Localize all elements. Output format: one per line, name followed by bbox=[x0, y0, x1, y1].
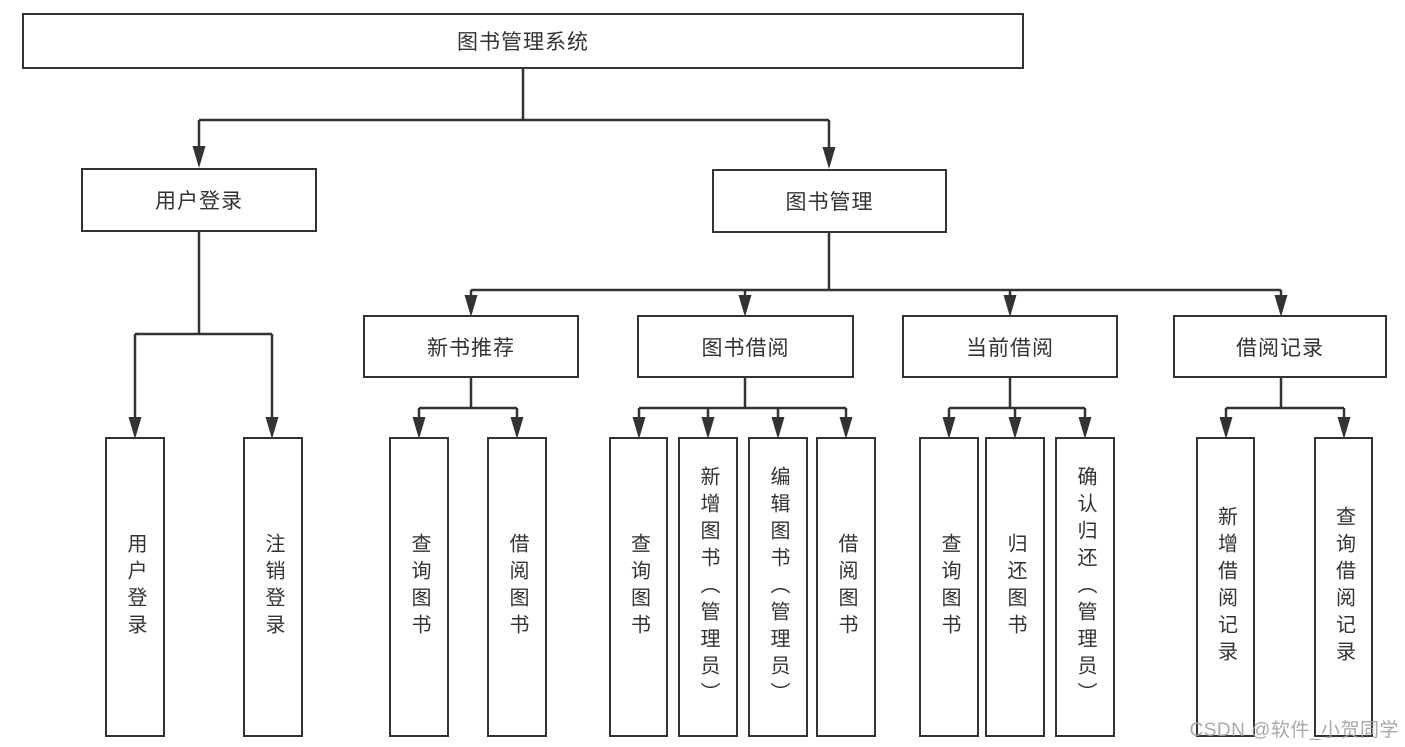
leaf-add-borrow-record: 新增借阅记录 bbox=[1196, 437, 1255, 737]
leaf-add-book-admin: 新增图书（管理员） bbox=[678, 437, 738, 737]
leaf-return-book-label: 归还图书 bbox=[1004, 533, 1026, 641]
leaf-edit-book-admin: 编辑图书（管理员） bbox=[748, 437, 808, 737]
leaf-add-borrow-record-label: 新增借阅记录 bbox=[1214, 506, 1237, 668]
leaf-query-books-borrow-label: 查询图书 bbox=[627, 533, 650, 641]
leaf-query-books-borrow: 查询图书 bbox=[609, 437, 668, 737]
node-borrow-records: 借阅记录 bbox=[1173, 315, 1387, 378]
leaf-add-book-admin-label: 新增图书（管理员） bbox=[697, 465, 719, 709]
leaf-query-books-recommend-label: 查询图书 bbox=[408, 533, 430, 641]
leaf-user-login: 用户登录 bbox=[105, 437, 165, 737]
leaf-return-book: 归还图书 bbox=[985, 437, 1045, 737]
leaf-borrow-books-label: 借阅图书 bbox=[835, 533, 857, 641]
node-current-borrow-label: 当前借阅 bbox=[966, 336, 1054, 360]
watermark: CSDN @软件_小贺同学 bbox=[1189, 720, 1399, 741]
leaf-borrow-books: 借阅图书 bbox=[816, 437, 876, 737]
leaf-confirm-return-admin: 确认归还（管理员） bbox=[1055, 437, 1115, 737]
leaf-query-borrow-record-label: 查询借阅记录 bbox=[1332, 506, 1355, 668]
leaf-borrow-books-recommend: 借阅图书 bbox=[487, 437, 547, 737]
leaf-query-books-recommend: 查询图书 bbox=[389, 437, 449, 737]
node-current-borrow: 当前借阅 bbox=[902, 315, 1118, 378]
leaf-borrow-books-recommend-label: 借阅图书 bbox=[506, 533, 528, 641]
arrowheads bbox=[128, 146, 1351, 439]
node-root-label: 图书管理系统 bbox=[457, 31, 589, 54]
node-user-login-label: 用户登录 bbox=[155, 190, 243, 213]
node-book-management: 图书管理 bbox=[712, 169, 947, 233]
node-book-borrow: 图书借阅 bbox=[637, 315, 854, 378]
node-root: 图书管理系统 bbox=[22, 13, 1024, 69]
node-borrow-records-label: 借阅记录 bbox=[1236, 336, 1324, 360]
leaf-edit-book-admin-label: 编辑图书（管理员） bbox=[767, 465, 789, 709]
node-new-book-recommend-label: 新书推荐 bbox=[427, 336, 515, 360]
leaf-query-borrow-record: 查询借阅记录 bbox=[1314, 437, 1373, 737]
leaf-query-books-current: 查询图书 bbox=[919, 437, 979, 737]
leaf-confirm-return-admin-label: 确认归还（管理员） bbox=[1074, 465, 1096, 709]
node-book-management-label: 图书管理 bbox=[785, 191, 874, 214]
leaf-logout: 注销登录 bbox=[243, 437, 303, 737]
node-user-login: 用户登录 bbox=[81, 168, 317, 232]
leaf-query-books-current-label: 查询图书 bbox=[938, 533, 960, 641]
node-new-book-recommend: 新书推荐 bbox=[363, 315, 579, 378]
leaf-user-login-label: 用户登录 bbox=[124, 533, 146, 641]
node-book-borrow-label: 图书借阅 bbox=[701, 336, 790, 360]
leaf-logout-label: 注销登录 bbox=[262, 533, 284, 641]
